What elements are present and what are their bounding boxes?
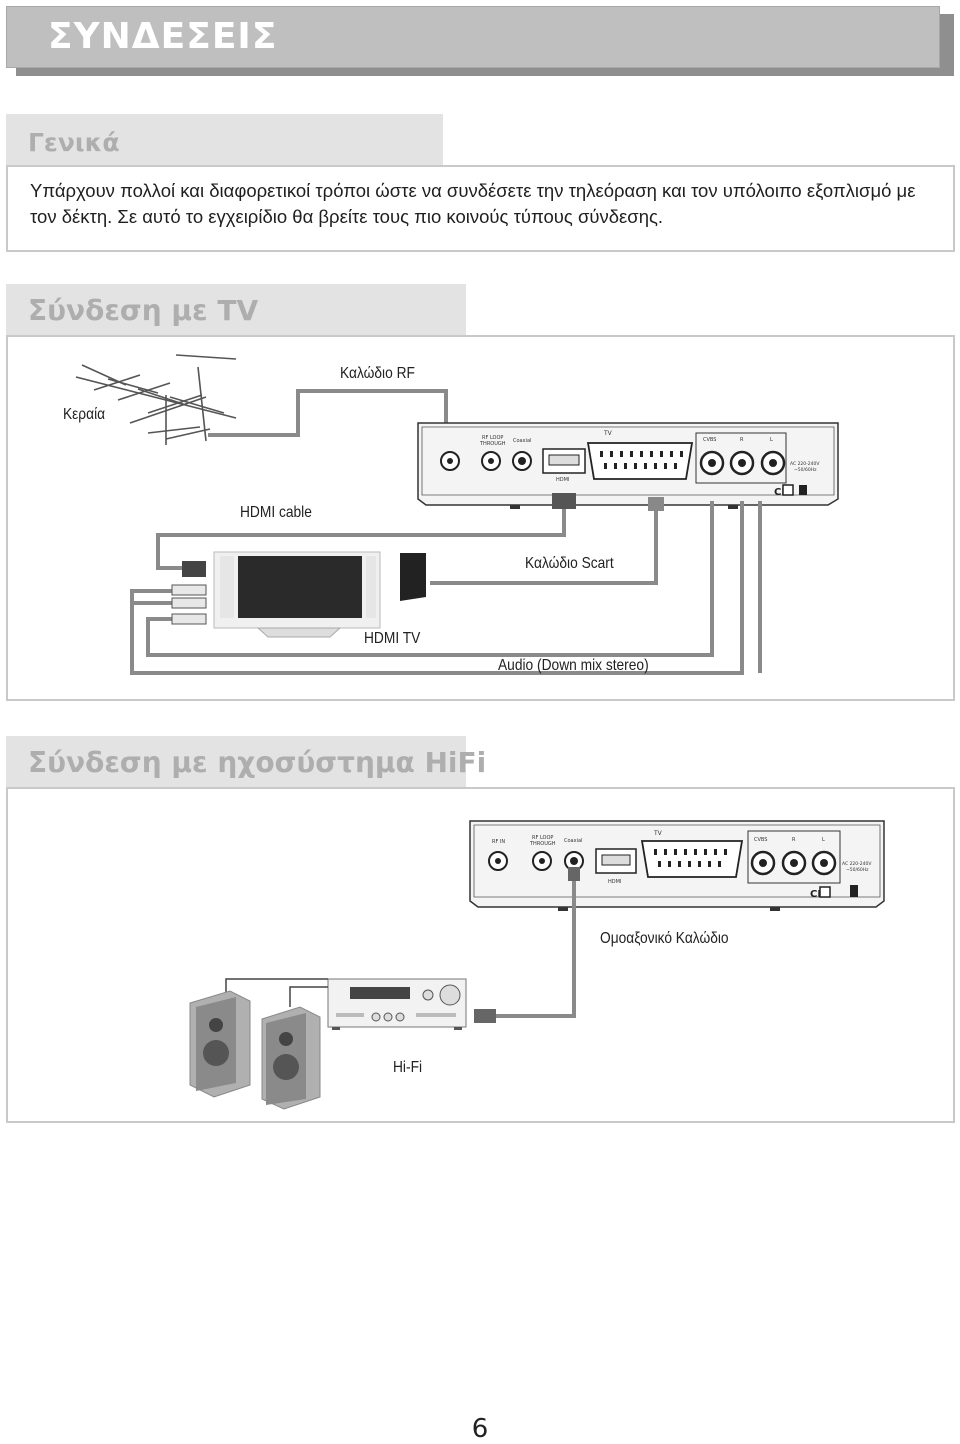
title-bar [6,6,940,68]
general-heading: Γενικά [28,128,120,157]
svg-text:RF IN: RF IN [492,839,505,845]
hifi-section-tab [6,736,466,788]
coax-cable-label: Ομοαξονικό Καλώδιο [600,930,729,947]
rca-cable-2 [130,501,744,675]
tv-connection-diagram: RF LOOP THROUGH Coaxial HDMI TV CVBS R L… [75,354,839,675]
coax-cable [494,869,576,1018]
audio-label: Audio (Down mix stereo) [498,657,649,674]
svg-text:THROUGH: THROUGH [529,841,556,847]
svg-text:L: L [822,837,825,843]
tv-section-box [6,335,955,701]
svg-text:R: R [740,437,744,443]
rf-cable [208,389,448,455]
general-tab [6,114,443,166]
hifi-section-heading: Σύνδεση με ηχοσύστημα HiFi [28,746,487,779]
svg-text:RF LOOP: RF LOOP [532,835,553,841]
svg-text:TV: TV [603,430,613,437]
svg-text:L: L [770,437,773,443]
svg-text:HDMI: HDMI [608,879,621,885]
svg-text:AC 220-240V: AC 220-240V [790,461,820,467]
scart-cable [430,507,658,585]
tv-section-heading: Σύνδεση με TV [28,294,259,327]
svg-text:CE: CE [810,889,824,900]
hifi-label: Hi-Fi [393,1059,423,1076]
speaker-left-icon [189,990,251,1098]
tv-section-tab [6,284,466,336]
antenna-icon [75,354,237,445]
svg-text:R: R [792,837,796,843]
antenna-label: Κεραία [63,406,106,423]
tv-set-icon [213,551,381,638]
svg-text:CVBS: CVBS [703,437,716,443]
rca-cable-1 [146,501,714,657]
scart-cable-label: Καλώδιο Scart [525,555,614,572]
hdmi-tv-label: HDMI TV [364,630,421,647]
hdmi-cable [156,495,566,570]
page-title: ΣΥΝΔΕΣΕΙΣ [48,16,278,57]
svg-text:~50/60Hz: ~50/60Hz [794,467,817,473]
svg-text:AC 220-240V: AC 220-240V [842,861,872,867]
svg-text:RF LOOP: RF LOOP [482,435,503,441]
hdmi-cable-label: HDMI cable [240,504,312,521]
svg-text:Coaxial: Coaxial [564,838,582,844]
receiver-back-panel: RF LOOP THROUGH Coaxial HDMI TV CVBS R L… [417,422,839,509]
page-number: 6 [471,1414,489,1444]
general-box [6,165,955,252]
svg-text:THROUGH: THROUGH [479,441,506,447]
speaker-right-icon [261,1006,321,1110]
receiver-back-panel: RF IN RF LOOP THROUGH Coaxial HDMI TV CV… [469,820,885,911]
svg-text:~50/60Hz: ~50/60Hz [846,867,869,873]
svg-text:CVBS: CVBS [754,837,767,843]
general-body: Υπάρχουν πολλοί και διαφορετικοί τρόποι … [30,180,916,227]
svg-text:TV: TV [653,830,663,837]
svg-text:Coaxial: Coaxial [513,438,531,444]
svg-text:HDMI: HDMI [556,477,569,483]
rf-cable-label: Καλώδιο RF [340,365,415,382]
svg-text:CE: CE [774,487,788,498]
hifi-connection-diagram: RF IN RF LOOP THROUGH Coaxial HDMI TV CV… [189,820,885,1110]
hifi-amplifier-icon [327,978,467,1030]
